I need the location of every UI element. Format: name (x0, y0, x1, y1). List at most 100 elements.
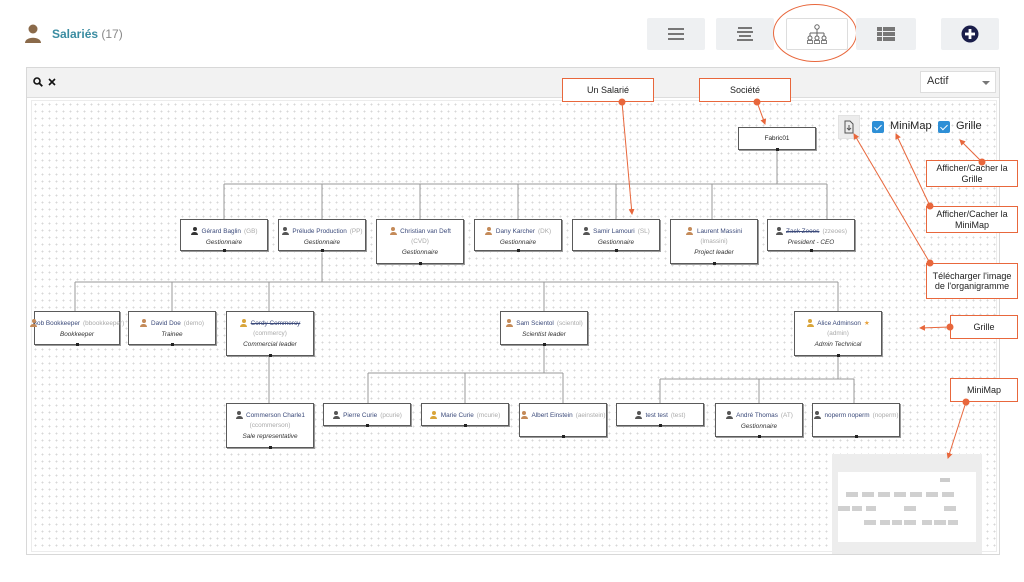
employee-login: (zzeoes) (822, 227, 847, 235)
employee-role: Trainee (161, 331, 183, 338)
employee-node[interactable]: Laurent Massini(lmassini)Project leader (670, 219, 758, 265)
page-title: Salariés (17) (52, 27, 123, 41)
list-view-button[interactable] (647, 18, 705, 50)
avatar-icon (332, 411, 340, 419)
employee-role: Bookkeeper (59, 331, 95, 338)
avatar-icon (813, 411, 821, 419)
minimap-checkbox[interactable] (872, 121, 884, 133)
employee-role: Gestionnaire (597, 239, 635, 246)
employee-node[interactable]: Marie Curie(mcurie) (421, 403, 509, 427)
employee-login: (scientol) (556, 319, 583, 327)
employee-node[interactable]: Albert Einstein(aeinstein) (519, 403, 607, 438)
employee-login: (pcurie) (380, 411, 402, 419)
plus-circle-icon (961, 25, 979, 43)
avatar-icon (775, 227, 783, 235)
employee-role: Sale representative (242, 433, 298, 440)
employee-role: Commercial leader (243, 341, 297, 348)
user-icon (25, 24, 41, 43)
employee-node[interactable]: Gérard Baglin(GB)Gestionnaire (180, 219, 268, 252)
employee-node[interactable]: Prélude Production(PP)Gestionnaire (278, 219, 366, 252)
employee-role: Admin Technical (814, 341, 862, 348)
employee-login: (PP) (349, 227, 363, 235)
avatar-icon (686, 227, 694, 235)
employee-login: (test) (670, 411, 686, 419)
download-image-button[interactable] (838, 115, 860, 139)
add-employee-button[interactable] (941, 18, 999, 50)
employee-node[interactable]: David Doe(demo)Trainee (128, 311, 216, 346)
minimap[interactable] (832, 454, 982, 554)
employee-node[interactable]: Sam Scientol(scientol) Scientist leader (500, 311, 588, 346)
avatar-icon (635, 411, 643, 419)
employee-name: André Thomas (736, 411, 778, 419)
title-text: Salariés (52, 27, 99, 41)
employee-login: (mcurie) (476, 411, 501, 419)
employee-name: noperm noperm (824, 411, 870, 419)
company-name: Fabric01 (764, 135, 790, 142)
employee-role: Gestionnaire (740, 423, 778, 430)
status-select[interactable]: Actif (920, 71, 996, 93)
employee-name: Sam Scientol (516, 319, 554, 327)
annotation-grid: Grille (950, 315, 1018, 339)
avatar-icon (520, 411, 528, 419)
employee-login: (GB) (243, 227, 258, 235)
avatar-icon (140, 319, 148, 327)
company-node[interactable]: Fabric01 (738, 127, 816, 151)
employee-node[interactable]: Commerson Charle1(ccommerson)Sale repres… (226, 403, 314, 449)
employee-role: Gestionnaire (401, 249, 439, 256)
employee-login: (demo) (183, 319, 205, 327)
employee-node[interactable]: noperm noperm(noperm) (812, 403, 900, 438)
avatar-icon (240, 319, 248, 327)
employee-name: Christian van Deft (400, 227, 451, 235)
grid-checkbox[interactable] (938, 121, 950, 133)
compact-list-view-button[interactable] (716, 18, 774, 50)
annotation-download: Télécharger l'image de l'organigramme (926, 263, 1018, 299)
search-icon[interactable] (33, 77, 43, 87)
employee-node[interactable]: Cordy Commercy(commercy)Commercial leade… (226, 311, 314, 357)
employee-node[interactable]: Christian van Deft(CVD)Gestionnaire (376, 219, 464, 265)
avatar-icon (389, 227, 397, 235)
employee-name: Gérard Baglin (201, 227, 241, 235)
employee-name: Cordy Commercy (250, 319, 301, 327)
avatar-icon (281, 227, 289, 235)
minimap-label: MiniMap (890, 120, 932, 132)
compact-list-icon (737, 27, 753, 41)
org-chart-panel: Actif Fabric01 Gérard Baglin(GB)Gestionn… (26, 67, 1000, 555)
list-view-icon (668, 28, 684, 40)
star-icon: ★ (863, 320, 870, 327)
employee-name: test test (645, 411, 668, 419)
close-icon[interactable] (48, 78, 56, 86)
employee-login: (admin) (827, 330, 849, 337)
employee-name: Pierre Curie (343, 411, 378, 419)
employee-role: Project leader (694, 249, 734, 256)
employee-role: Gestionnaire (499, 239, 537, 246)
employee-node[interactable]: Pierre Curie(pcurie) (323, 403, 411, 427)
employee-node[interactable]: Dany Karcher(DK)Gestionnaire (474, 219, 562, 252)
chevron-down-icon (982, 81, 990, 85)
employee-login: (DK) (537, 227, 552, 235)
employee-name: Bob Bookkeeper (32, 319, 81, 327)
avatar-icon (725, 411, 733, 419)
employee-node[interactable]: Zack Zeoes(zzeoes)President - CEO (767, 219, 855, 252)
employee-login: (noperm) (872, 411, 899, 419)
grid-label: Grille (956, 120, 982, 132)
grid-view-button[interactable] (856, 18, 916, 50)
employee-login: (AT) (780, 411, 793, 419)
employee-login: (aeinstein) (575, 411, 606, 419)
status-select-value: Actif (927, 75, 949, 87)
avatar-icon (430, 411, 438, 419)
employee-login: (SL) (637, 227, 650, 235)
employee-name: Alice Adminson (817, 319, 861, 327)
employee-role: Scientist leader (522, 331, 566, 338)
annotation-employee: Un Salarié (562, 78, 654, 102)
employee-name: Albert Einstein (531, 411, 573, 419)
employee-node[interactable]: Alice Adminson★ (admin) Admin Technical (794, 311, 882, 357)
employee-node[interactable]: Samir Lamouri(SL)Gestionnaire (572, 219, 660, 252)
employee-name: David Doe (150, 319, 181, 327)
employee-name: Laurent Massini (696, 227, 743, 235)
employee-node[interactable]: Bob Bookkeeper(bbookkeeper)Bookkeeper (30, 311, 124, 346)
employee-node[interactable]: test test(test) (616, 403, 704, 427)
employee-node[interactable]: André Thomas(AT)Gestionnaire (715, 403, 803, 438)
download-icon (844, 120, 854, 134)
avatar-icon (485, 227, 493, 235)
